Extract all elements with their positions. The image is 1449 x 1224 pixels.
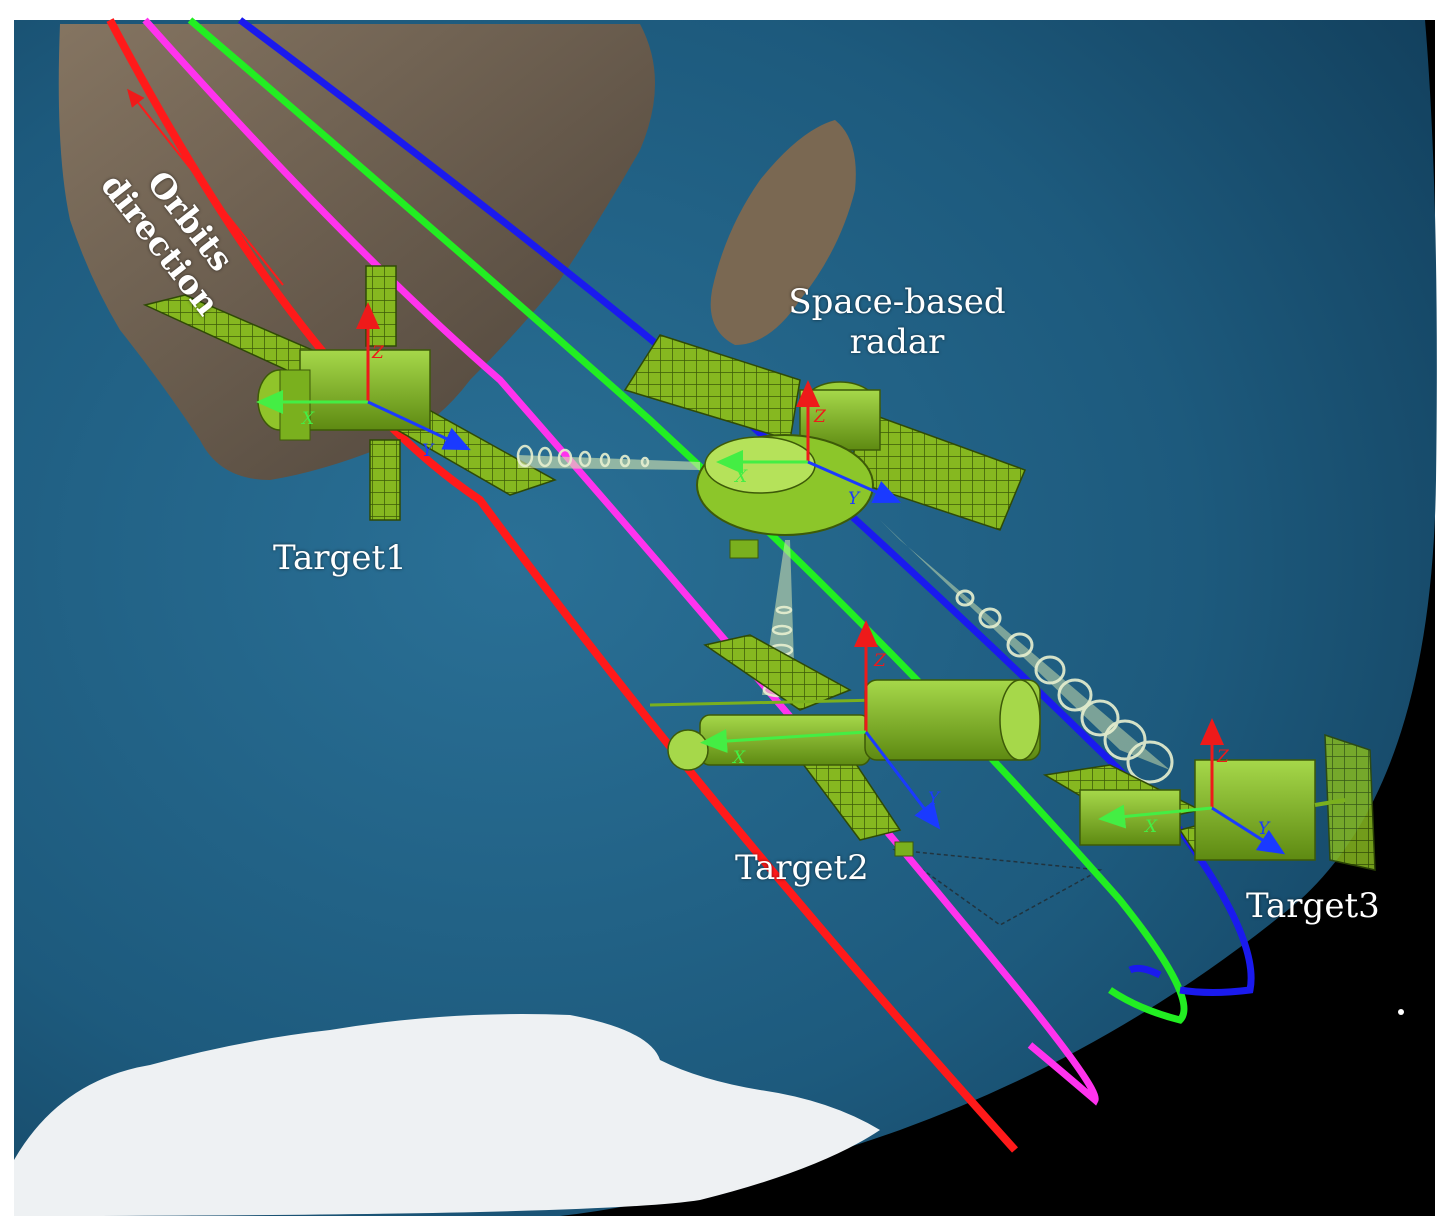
africa-landmass: [58, 24, 655, 480]
radar-label-line1: Space-based: [788, 282, 1006, 322]
radar-x-label: X: [733, 467, 748, 487]
target1-x-label: X: [300, 409, 315, 429]
target1-axes: [256, 302, 471, 451]
antarctica-ice: [14, 1014, 880, 1216]
radar-label: Space-based radar: [772, 282, 1022, 362]
target2-y-label: Y: [928, 789, 941, 809]
target3-z-label: Z: [1216, 747, 1230, 767]
radar-axes: [716, 380, 901, 503]
target1-y-label: Y: [422, 441, 435, 461]
orbit-blue: [237, 17, 1255, 996]
target2-satellite: [649, 634, 1041, 857]
orbit-magenta: [142, 17, 1099, 1106]
target2-label: Target2: [735, 848, 869, 888]
madagascar-landmass: [710, 120, 856, 345]
target2-z-label: Z: [873, 651, 887, 671]
orbit-green: [187, 17, 1188, 1024]
radar-z-label: Z: [813, 407, 827, 427]
orbit-red: [106, 18, 1018, 1153]
radar-y-label: Y: [848, 489, 861, 509]
star-dot: [1398, 1009, 1404, 1015]
target3-y-label: Y: [1258, 819, 1271, 839]
target1-z-label: Z: [371, 343, 385, 363]
target1-label: Target1: [273, 538, 407, 578]
target3-x-label: X: [1143, 817, 1158, 837]
radar-label-line2: radar: [849, 322, 945, 362]
target3-axes: [1098, 718, 1286, 855]
target2-x-label: X: [731, 748, 746, 768]
target3-label: Target3: [1246, 886, 1380, 926]
orbit-direction-arrow: [127, 88, 284, 286]
target2-axes: [700, 620, 941, 830]
